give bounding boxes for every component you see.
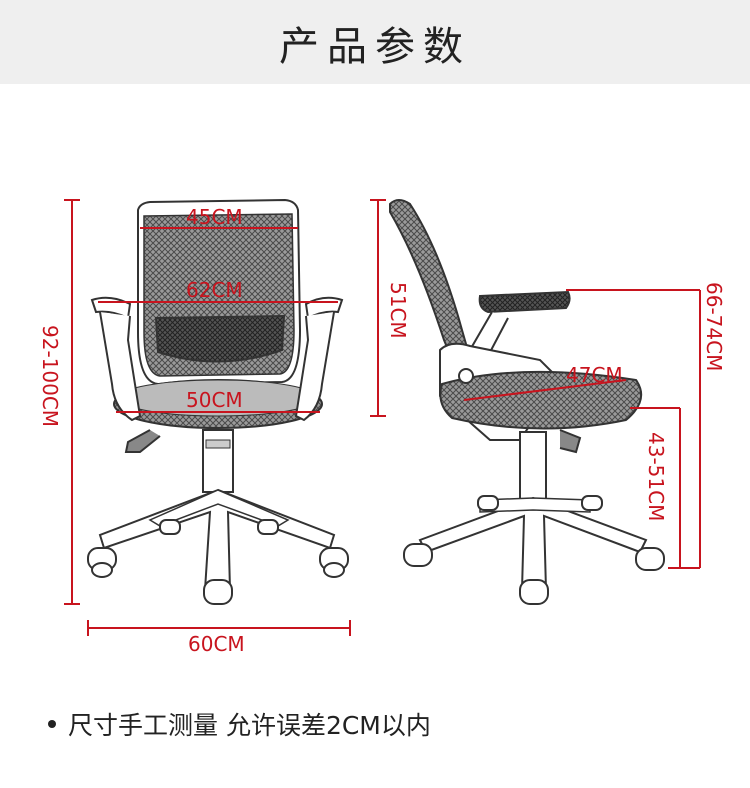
front-backrest-width-label: 45CM [186, 205, 243, 229]
header-bar: 产品参数 [0, 0, 750, 84]
front-seat-width-label: 50CM [186, 388, 243, 412]
measurement-note-text: 尺寸手工测量 允许误差2CM以内 [68, 711, 431, 740]
front-armrest-width-label: 62CM [186, 278, 243, 302]
side-armrest-height-label: 66-74CM [702, 282, 726, 372]
base-width-label: 60CM [188, 632, 245, 656]
page-title: 产品参数 [279, 24, 471, 70]
side-seat-height-label: 43-51CM [644, 432, 668, 522]
side-seat-depth-label: 47CM [566, 363, 623, 387]
side-backrest-height-label: 51CM [386, 282, 410, 339]
front-total-height-label: 92-100CM [38, 325, 62, 428]
side-chair-drawing [389, 199, 665, 605]
bullet-icon [48, 720, 56, 728]
front-chair-drawing [87, 198, 349, 605]
dimension-lines [64, 199, 701, 636]
measurement-note: 尺寸手工测量 允许误差2CM以内 [48, 706, 431, 742]
